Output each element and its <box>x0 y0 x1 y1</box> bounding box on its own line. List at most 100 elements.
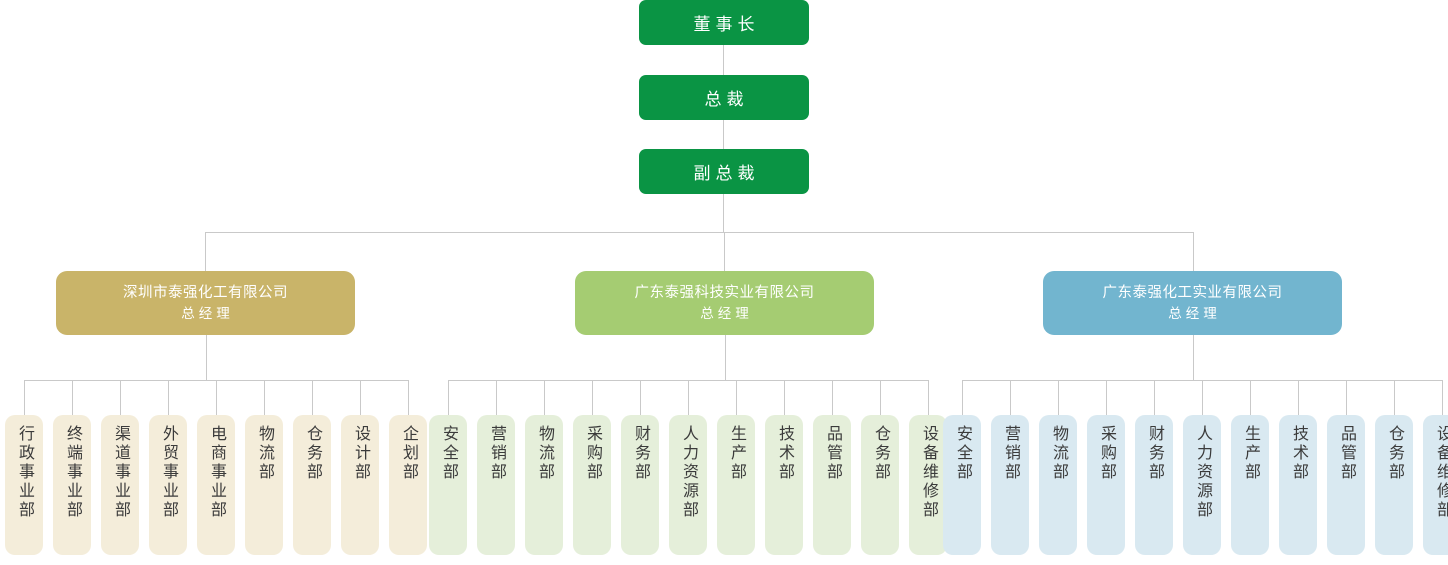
department-box[interactable]: 品管部 <box>1327 415 1365 555</box>
connector-vicepresident-drop <box>723 194 724 233</box>
department-label: 渠道事业部 <box>112 425 129 520</box>
department-label: 人力资源部 <box>680 425 697 520</box>
department-label: 品管部 <box>824 425 841 482</box>
connector-dept-drop <box>544 380 545 415</box>
department-box[interactable]: 电商事业部 <box>197 415 235 555</box>
connector-dept-drop <box>24 380 25 415</box>
connector-dept-drop <box>640 380 641 415</box>
department-label: 采购部 <box>584 425 601 482</box>
department-box[interactable]: 物流部 <box>1039 415 1077 555</box>
department-box[interactable]: 终端事业部 <box>53 415 91 555</box>
division-company-name: 深圳市泰强化工有限公司 <box>123 284 288 301</box>
department-box[interactable]: 安全部 <box>429 415 467 555</box>
connector-chairman-president <box>723 45 724 75</box>
department-label: 安全部 <box>954 425 971 482</box>
department-label: 生产部 <box>1242 425 1259 482</box>
department-box[interactable]: 财务部 <box>621 415 659 555</box>
department-box[interactable]: 采购部 <box>1087 415 1125 555</box>
connector-dept-drop <box>1298 380 1299 415</box>
connector-dept-drop <box>1154 380 1155 415</box>
department-box[interactable]: 仓务部 <box>293 415 331 555</box>
department-box[interactable]: 行政事业部 <box>5 415 43 555</box>
department-label: 营销部 <box>488 425 505 482</box>
division-box-guangdong-tech[interactable]: 广东泰强科技实业有限公司 总经理 <box>575 271 874 335</box>
department-box[interactable]: 营销部 <box>991 415 1029 555</box>
connector-president-vicepresident <box>723 120 724 149</box>
department-box[interactable]: 营销部 <box>477 415 515 555</box>
connector-dept-drop <box>928 380 929 415</box>
department-label: 技术部 <box>1290 425 1307 482</box>
department-label: 仓务部 <box>872 425 889 482</box>
connector-dept-drop <box>962 380 963 415</box>
department-box[interactable]: 生产部 <box>1231 415 1269 555</box>
department-box[interactable]: 企划部 <box>389 415 427 555</box>
department-box[interactable]: 渠道事业部 <box>101 415 139 555</box>
connector-dept-drop <box>1346 380 1347 415</box>
exec-label: 副总裁 <box>693 164 760 183</box>
division-box-shenzhen[interactable]: 深圳市泰强化工有限公司 总经理 <box>56 271 355 335</box>
connector-division-bus <box>205 232 1194 233</box>
department-box[interactable]: 物流部 <box>525 415 563 555</box>
connector-dept-drop <box>408 380 409 415</box>
connector-dept-drop <box>688 380 689 415</box>
department-label: 技术部 <box>776 425 793 482</box>
department-label: 企划部 <box>400 425 417 482</box>
department-box[interactable]: 技术部 <box>1279 415 1317 555</box>
department-label: 品管部 <box>1338 425 1355 482</box>
exec-box-chairman[interactable]: 董事长 <box>639 0 809 45</box>
department-label: 安全部 <box>440 425 457 482</box>
department-box[interactable]: 仓务部 <box>1375 415 1413 555</box>
connector-dept-drop <box>448 380 449 415</box>
department-label: 设备维修部 <box>1434 425 1448 520</box>
department-label: 采购部 <box>1098 425 1115 482</box>
department-box[interactable]: 生产部 <box>717 415 755 555</box>
exec-label: 总裁 <box>704 90 749 109</box>
connector-dept-drop <box>1010 380 1011 415</box>
connector-dept-drop <box>1250 380 1251 415</box>
department-box[interactable]: 人力资源部 <box>1183 415 1221 555</box>
department-label: 财务部 <box>632 425 649 482</box>
connector-division-drop-2 <box>1193 232 1194 271</box>
department-label: 物流部 <box>1050 425 1067 482</box>
department-label: 财务部 <box>1146 425 1163 482</box>
department-box[interactable]: 物流部 <box>245 415 283 555</box>
department-box[interactable]: 设备维修部 <box>909 415 947 555</box>
department-box[interactable]: 技术部 <box>765 415 803 555</box>
connector-dept-drop <box>496 380 497 415</box>
department-box[interactable]: 仓务部 <box>861 415 899 555</box>
department-box[interactable]: 设备维修部 <box>1423 415 1448 555</box>
connector-division-drop-0 <box>205 232 206 271</box>
division-box-guangdong-chemical[interactable]: 广东泰强化工实业有限公司 总经理 <box>1043 271 1342 335</box>
department-label: 仓务部 <box>1386 425 1403 482</box>
connector-dept-drop <box>72 380 73 415</box>
exec-box-vice-president[interactable]: 副总裁 <box>639 149 809 194</box>
department-label: 行政事业部 <box>16 425 33 520</box>
connector-dept-drop <box>168 380 169 415</box>
department-box[interactable]: 外贸事业部 <box>149 415 187 555</box>
department-label: 营销部 <box>1002 425 1019 482</box>
department-label: 仓务部 <box>304 425 321 482</box>
department-label: 物流部 <box>536 425 553 482</box>
exec-box-president[interactable]: 总裁 <box>639 75 809 120</box>
connector-dept-drop <box>1058 380 1059 415</box>
division-company-name: 广东泰强化工实业有限公司 <box>1102 284 1283 301</box>
department-label: 外贸事业部 <box>160 425 177 520</box>
department-box[interactable]: 设计部 <box>341 415 379 555</box>
division-company-name: 广东泰强科技实业有限公司 <box>634 284 815 301</box>
department-label: 生产部 <box>728 425 745 482</box>
connector-dept-drop <box>784 380 785 415</box>
connector-dept-drop <box>120 380 121 415</box>
department-label: 电商事业部 <box>208 425 225 520</box>
department-box[interactable]: 财务部 <box>1135 415 1173 555</box>
division-title: 总经理 <box>1168 305 1221 321</box>
connector-dept-drop <box>1202 380 1203 415</box>
department-box[interactable]: 安全部 <box>943 415 981 555</box>
exec-label: 董事长 <box>693 15 760 34</box>
connector-dept-drop <box>592 380 593 415</box>
department-label: 人力资源部 <box>1194 425 1211 520</box>
department-box[interactable]: 品管部 <box>813 415 851 555</box>
department-box[interactable]: 采购部 <box>573 415 611 555</box>
connector-dept-drop <box>1442 380 1443 415</box>
department-box[interactable]: 人力资源部 <box>669 415 707 555</box>
